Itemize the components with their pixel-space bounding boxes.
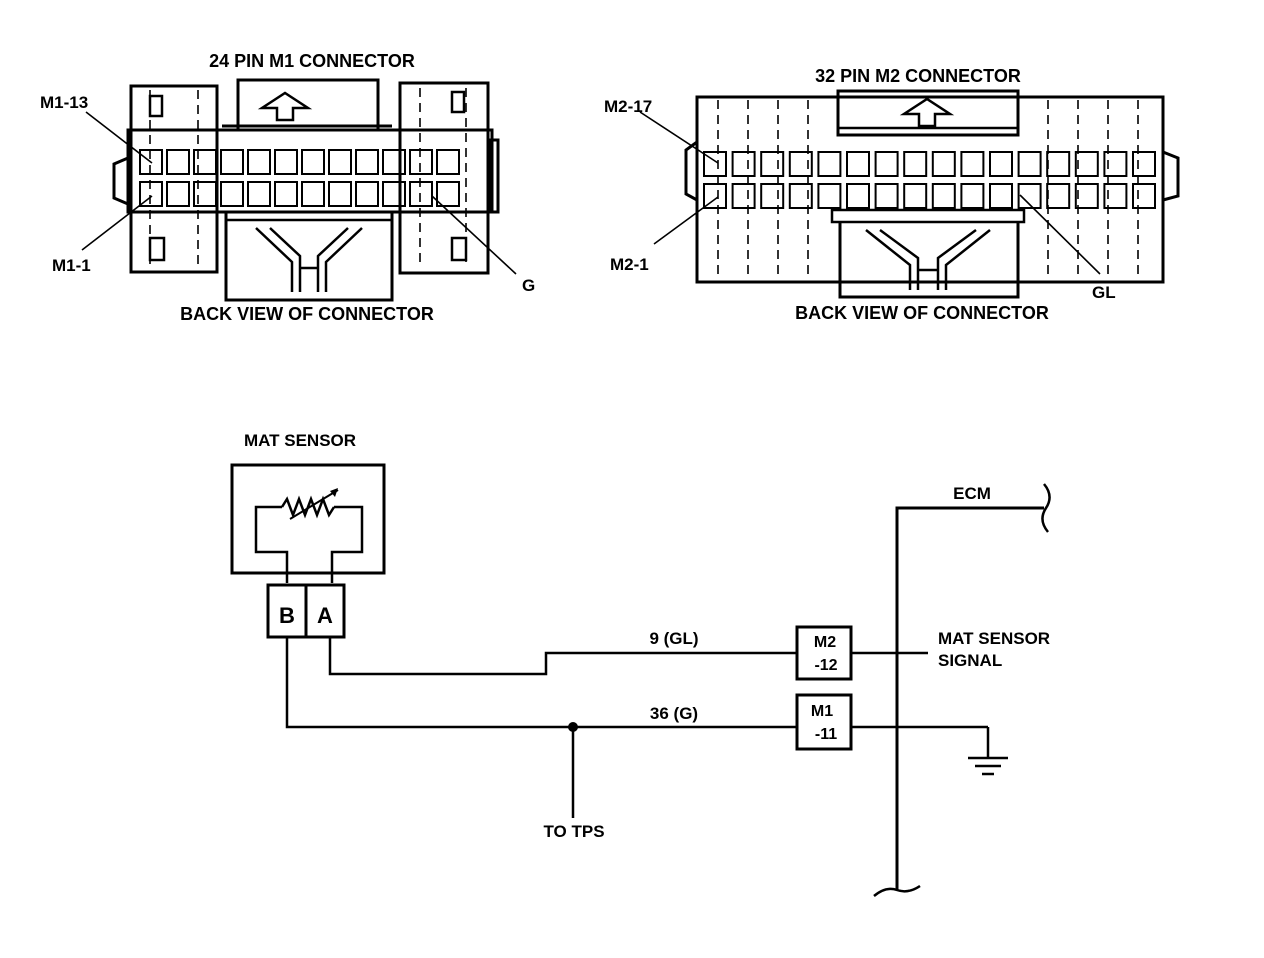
wire-9-label: 9 (GL) bbox=[649, 629, 698, 648]
pin-cell bbox=[436, 181, 460, 207]
m1-caption: BACK VIEW OF CONNECTOR bbox=[180, 304, 434, 324]
pin-cell bbox=[274, 149, 298, 175]
pin-cell bbox=[1103, 151, 1128, 177]
pin-cell bbox=[903, 183, 928, 209]
mat-sensor-title: MAT SENSOR bbox=[244, 431, 356, 450]
m1-pin-grid bbox=[139, 149, 460, 207]
pin-cell bbox=[382, 181, 406, 207]
pin-cell bbox=[274, 181, 298, 207]
pin-cell bbox=[139, 181, 163, 207]
pin-cell bbox=[931, 183, 956, 209]
m1-connector: 24 PIN M1 CONNECTOR bbox=[40, 51, 535, 324]
mat-sensor-housing bbox=[230, 463, 386, 575]
pin-cell bbox=[1103, 183, 1128, 209]
ecm-pin-m2-line2: -12 bbox=[814, 657, 837, 674]
pin-cell bbox=[903, 151, 928, 177]
pin-cell bbox=[220, 181, 244, 207]
m1-connector-title: 24 PIN M1 CONNECTOR bbox=[209, 51, 415, 71]
pin-cell bbox=[1132, 183, 1156, 209]
ecm-pin-m1-11 bbox=[795, 693, 853, 751]
pin-cell bbox=[731, 151, 756, 177]
m2-pin-grid bbox=[703, 151, 1156, 209]
pin-cell bbox=[247, 149, 271, 175]
pin-cell bbox=[1074, 151, 1099, 177]
pin-cell bbox=[1046, 151, 1071, 177]
pin-cell bbox=[817, 151, 842, 177]
m2-connector-title: 32 PIN M2 CONNECTOR bbox=[815, 66, 1021, 86]
pin-cell bbox=[301, 181, 325, 207]
pin-cell bbox=[328, 149, 352, 175]
terminal-b-label: B bbox=[279, 603, 295, 628]
m1-pin-1-label: M1-1 bbox=[52, 256, 91, 275]
to-tps-label: TO TPS bbox=[543, 822, 604, 841]
pin-cell bbox=[1017, 151, 1042, 177]
m2-connector: 32 PIN M2 CONNECTOR M2-17 bbox=[604, 66, 1180, 323]
pin-cell bbox=[220, 149, 244, 175]
pin-cell bbox=[731, 183, 756, 209]
pin-cell bbox=[247, 181, 271, 207]
pin-cell bbox=[328, 181, 352, 207]
pin-cell bbox=[703, 151, 727, 177]
pin-cell bbox=[409, 181, 433, 207]
pin-cell bbox=[1046, 183, 1071, 209]
pin-cell bbox=[960, 183, 985, 209]
mat-signal-line1: MAT SENSOR bbox=[938, 629, 1050, 648]
pin-cell bbox=[409, 149, 433, 175]
wire-36-g bbox=[285, 637, 797, 729]
ecm-label: ECM bbox=[953, 484, 991, 503]
m2-wire-gl-label: GL bbox=[1092, 283, 1116, 302]
pin-cell bbox=[166, 181, 190, 207]
pin-cell bbox=[960, 151, 985, 177]
pin-cell bbox=[703, 183, 727, 209]
pin-cell bbox=[193, 181, 217, 207]
pin-cell bbox=[1017, 183, 1042, 209]
m2-pin-17-label: M2-17 bbox=[604, 97, 652, 116]
ecm-pin-m2-line1: M2 bbox=[814, 634, 836, 651]
terminal-a bbox=[304, 583, 346, 639]
m1-pin-13-label: M1-13 bbox=[40, 93, 88, 112]
pin-cell bbox=[989, 151, 1013, 177]
pin-cell bbox=[931, 151, 956, 177]
pin-cell bbox=[1132, 151, 1156, 177]
pin-cell bbox=[760, 183, 785, 209]
wire-36-label: 36 (G) bbox=[650, 704, 698, 723]
pin-cell bbox=[817, 183, 842, 209]
pin-cell bbox=[846, 183, 870, 209]
m2-pin-1-label: M2-1 bbox=[610, 255, 649, 274]
terminal-a-label: A bbox=[317, 603, 333, 628]
pin-cell bbox=[1074, 183, 1099, 209]
pin-cell bbox=[874, 151, 899, 177]
pin-cell bbox=[193, 149, 217, 175]
pin-cell bbox=[301, 149, 325, 175]
pin-cell bbox=[760, 151, 785, 177]
m2-caption: BACK VIEW OF CONNECTOR bbox=[795, 303, 1049, 323]
schematic: MAT SENSOR B A 9 (GL) 36 (G) TO TPS M2 -… bbox=[230, 431, 1051, 897]
ground-icon bbox=[968, 756, 1008, 776]
mat-signal-line2: SIGNAL bbox=[938, 651, 1002, 670]
wire-9-gl bbox=[328, 637, 797, 676]
pin-cell bbox=[139, 149, 163, 175]
pin-cell bbox=[989, 183, 1013, 209]
pin-cell bbox=[355, 181, 379, 207]
m1-wire-g-label: G bbox=[522, 276, 535, 295]
pin-cell bbox=[355, 149, 379, 175]
pin-cell bbox=[166, 149, 190, 175]
pin-cell bbox=[788, 183, 813, 209]
ecm-pin-m1-line1: M1 bbox=[811, 703, 833, 720]
pin-cell bbox=[874, 183, 899, 209]
pin-cell bbox=[788, 151, 813, 177]
ecm-boundary bbox=[895, 506, 1044, 890]
pin-cell bbox=[382, 149, 406, 175]
ecm-pin-m1-line2: -11 bbox=[815, 726, 837, 743]
pin-cell bbox=[846, 151, 870, 177]
pin-cell bbox=[436, 149, 460, 175]
